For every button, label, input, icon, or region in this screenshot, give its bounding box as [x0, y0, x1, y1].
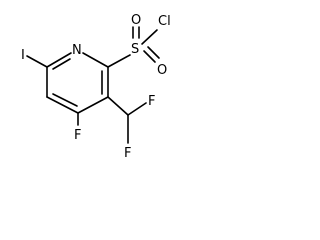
atom-label-f-ring: F — [74, 128, 81, 143]
bond-n-c6 — [46, 52, 72, 68]
bond-c2-s — [107, 54, 131, 68]
atom-label-o-bottom: O — [157, 63, 167, 78]
atom-label-i: I — [21, 48, 25, 63]
bond-s-o-bottom-a — [143, 50, 156, 63]
atom-label-cl: Cl — [158, 14, 171, 29]
atom-label-f-right: F — [124, 146, 131, 161]
bond-s-cl — [141, 29, 158, 45]
atom-label-s: S — [131, 42, 139, 57]
structure-diagram: Cl S O O N I F F F — [0, 0, 190, 172]
bond-s-o-bottom-b — [147, 46, 160, 59]
bond-c4-c5 — [46, 96, 79, 114]
bond-n-c6-inner — [52, 58, 71, 70]
bond-n-c2 — [82, 52, 109, 68]
bond-c4-c5-inner — [52, 93, 78, 107]
atom-label-o-top: O — [131, 13, 141, 28]
bond-c3-chf2 — [107, 96, 129, 116]
molecule-svg: Cl S O O N I F F F — [21, 13, 171, 161]
bond-chf2-f-top — [127, 102, 147, 116]
bond-c6-i — [26, 55, 48, 68]
bond-c3-c4 — [77, 96, 109, 114]
atom-label-f-top: F — [148, 94, 155, 109]
atom-label-n: N — [72, 43, 82, 58]
